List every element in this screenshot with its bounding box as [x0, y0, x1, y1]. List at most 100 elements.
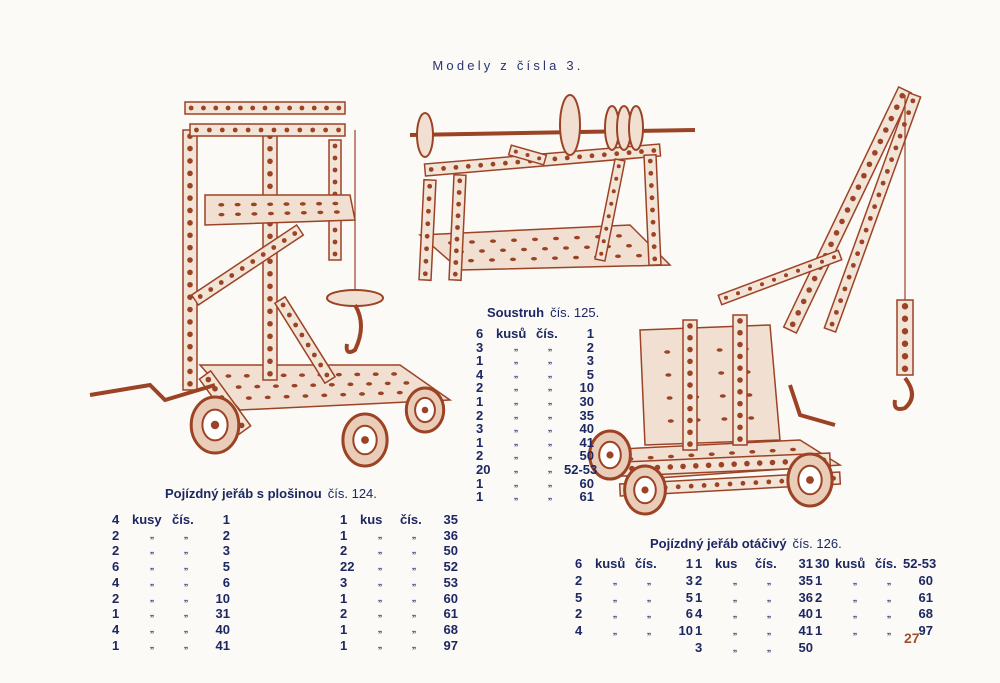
strip-hole	[250, 105, 256, 111]
plate-hole	[377, 391, 384, 396]
part-quantity: 2	[340, 606, 348, 622]
strip-hole	[427, 183, 433, 189]
wheel-axle	[210, 420, 220, 430]
part-unit: „	[513, 409, 519, 420]
part-number: 50	[798, 639, 813, 655]
plate-hole	[283, 394, 290, 399]
strip-hole	[267, 233, 273, 240]
strip-hole	[208, 287, 214, 292]
strip-hole	[456, 190, 462, 195]
strip-hole	[187, 281, 193, 288]
part-unit: „	[149, 639, 155, 650]
strip-hole	[267, 333, 273, 340]
strip-hole	[796, 268, 800, 273]
strip-hole	[740, 480, 746, 486]
part-row: 2„„2	[112, 528, 230, 544]
strip-hole	[899, 92, 906, 99]
plate-hole	[708, 452, 715, 456]
plate-hole	[245, 396, 252, 400]
strip-hole	[883, 127, 889, 133]
part-quantity: 1	[340, 637, 348, 653]
part-row: 2„„61	[340, 606, 458, 622]
strip-hole	[332, 167, 338, 173]
plate-hole	[250, 202, 257, 207]
part-quantity: 3	[340, 574, 348, 590]
plate-hole	[469, 240, 475, 244]
model-name: Pojízdný jeřáb otáčivý	[650, 536, 787, 551]
strip-hole	[577, 154, 583, 160]
part-row: 1„„41	[112, 638, 230, 654]
plate-hole	[584, 245, 590, 250]
part-number: 3	[586, 353, 594, 369]
strip-hole	[855, 184, 862, 190]
hook	[892, 376, 914, 411]
strip-hole	[833, 309, 839, 315]
part-number-label: „	[886, 609, 892, 620]
strip-hole	[267, 270, 273, 277]
part-unit: „	[513, 450, 519, 461]
strip-hole	[901, 365, 909, 372]
part-number-label: „	[183, 561, 189, 572]
wheel-axle	[421, 406, 429, 414]
pulley-disc	[326, 289, 384, 307]
strip-hole	[736, 291, 740, 296]
part-row: 1„„3	[476, 354, 594, 368]
part-number-label: „	[183, 545, 189, 556]
part-unit: „	[377, 608, 383, 619]
plate-hole	[666, 396, 673, 400]
strip-hole	[737, 318, 743, 324]
part-quantity: 1	[340, 512, 348, 527]
strip-hole	[626, 150, 632, 156]
strip-hole	[281, 238, 287, 243]
strip-hole	[866, 161, 873, 168]
strip-hole	[465, 163, 471, 169]
strip-hole	[299, 332, 305, 338]
part-unit: kusy	[132, 512, 162, 527]
part-quantity: 1	[112, 606, 120, 622]
strip-hole	[197, 294, 203, 299]
part-quantity: 5	[575, 589, 583, 605]
part-quantity: 1	[340, 621, 348, 637]
strip-hole	[714, 482, 720, 488]
perforated-strip	[896, 299, 914, 376]
strip-hole	[737, 436, 743, 442]
strip-hole	[490, 161, 496, 167]
strip-hole	[647, 158, 653, 164]
part-number-label: „	[766, 642, 772, 653]
strip-hole	[601, 152, 607, 158]
part-unit: kus	[715, 556, 738, 571]
strip-hole	[599, 251, 604, 256]
strip-hole	[648, 183, 654, 188]
part-unit: „	[852, 609, 858, 620]
part-unit: „	[513, 382, 519, 393]
part-unit: „	[732, 575, 738, 586]
part-quantity: 1	[340, 590, 348, 606]
part-row: 1„„30	[476, 395, 594, 409]
strip-hole	[737, 365, 743, 371]
part-unit: „	[732, 642, 738, 653]
part-row: 1„„36	[340, 528, 458, 544]
page-number: 27	[904, 630, 920, 646]
plate-hole	[719, 394, 726, 398]
part-number: 60	[918, 572, 933, 588]
plate-hole	[335, 372, 342, 377]
strip-hole	[332, 251, 338, 257]
plate-hole	[264, 395, 271, 400]
strip-hole	[218, 280, 224, 285]
part-number-label: „	[411, 561, 417, 572]
plate-hole	[626, 243, 632, 248]
part-number: 10	[215, 590, 230, 606]
perforated-strip	[189, 123, 346, 137]
strip-hole	[219, 127, 225, 133]
plate-hole	[299, 202, 306, 206]
strip-hole	[455, 225, 460, 230]
part-number: 30	[579, 393, 594, 409]
plate-hole	[721, 417, 728, 421]
part-row: 4„„5	[476, 368, 594, 382]
part-number: 60	[579, 475, 594, 491]
strip-hole	[187, 207, 193, 214]
